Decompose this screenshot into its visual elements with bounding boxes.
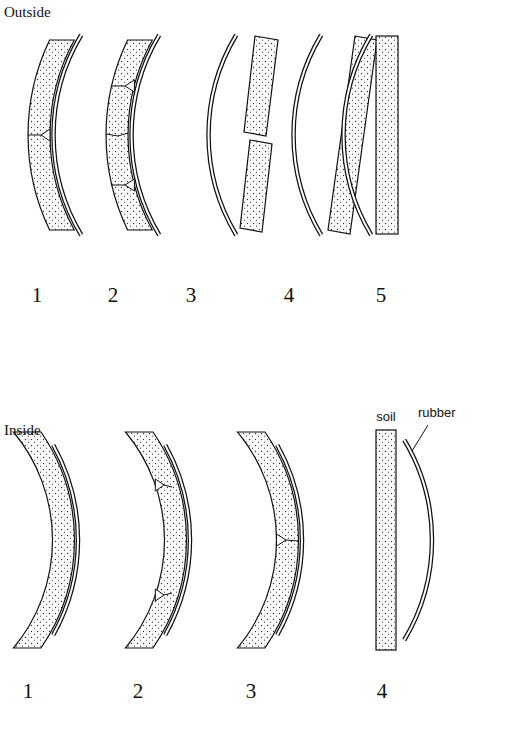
stage-number: 2	[108, 284, 119, 307]
inside-stage-3	[238, 432, 302, 648]
stage-number: 4	[284, 284, 295, 307]
row-heading: Outside	[4, 4, 51, 21]
stage-number: 4	[377, 680, 388, 703]
part-label: soil	[376, 410, 396, 424]
stage-number: 3	[246, 680, 257, 703]
stage-number: 5	[376, 284, 387, 307]
stage-number: 3	[186, 284, 197, 307]
inside-stage-4	[376, 430, 432, 650]
outside-stage-1	[28, 35, 81, 235]
stage-number: 1	[32, 284, 43, 307]
outside-stage-3	[209, 35, 278, 235]
row-heading: Inside	[4, 422, 41, 439]
stage-number: 2	[133, 680, 144, 703]
outside-stage-2	[106, 35, 159, 235]
part-label: rubber	[418, 406, 456, 420]
leader-line	[412, 425, 428, 451]
outside-stage-4	[294, 35, 377, 235]
stage-number: 1	[23, 680, 34, 703]
inside-stage-2	[126, 432, 190, 648]
inside-stage-1	[14, 432, 78, 648]
outside-stage-5	[344, 35, 398, 235]
